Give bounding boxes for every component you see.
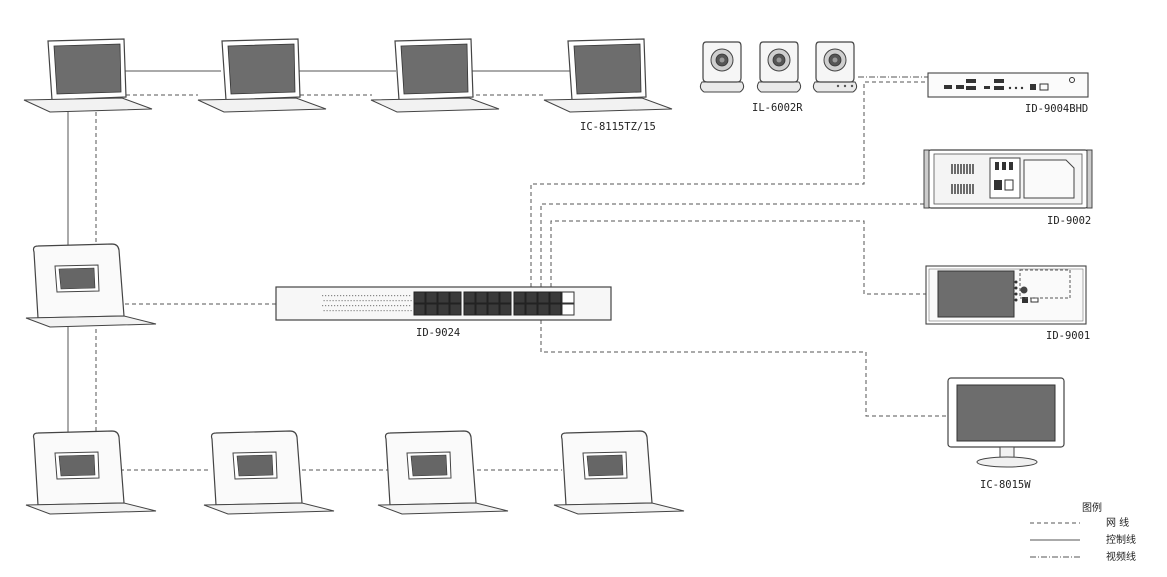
control-lines bbox=[67, 70, 570, 437]
legend-item-network: 网 线 bbox=[1106, 516, 1129, 529]
monitor-label: IC-8015W bbox=[980, 479, 1031, 491]
switch-port bbox=[549, 291, 562, 304]
switch-port bbox=[513, 303, 526, 316]
switch-port bbox=[525, 291, 538, 304]
switch-port bbox=[499, 303, 512, 316]
switch-port bbox=[413, 303, 426, 316]
switch-port bbox=[525, 303, 538, 316]
lift-display bbox=[23, 38, 673, 113]
switch-label: ID-9024 bbox=[416, 327, 460, 339]
switch-port bbox=[449, 303, 462, 316]
switch-port bbox=[425, 303, 438, 316]
switch-port bbox=[449, 291, 462, 304]
switch-port bbox=[425, 291, 438, 304]
desktop-monitor bbox=[947, 377, 1065, 468]
network-switch bbox=[275, 286, 612, 321]
camera-dots bbox=[836, 84, 854, 88]
switch-port bbox=[537, 291, 550, 304]
conference-display-label: IC-8115TZ/15 bbox=[580, 121, 656, 133]
lift-tablet-terminal bbox=[25, 243, 685, 515]
switch-port bbox=[437, 291, 450, 304]
camera-label: IL-6002R bbox=[752, 102, 803, 114]
switch-port bbox=[463, 303, 476, 316]
switch-port bbox=[413, 291, 426, 304]
switch-port bbox=[437, 303, 450, 316]
switch-port bbox=[475, 303, 488, 316]
legend: 图例 网 线 控制线 视频线 bbox=[1030, 501, 1136, 563]
sfp-port bbox=[561, 291, 575, 304]
legend-item-video: 视频线 bbox=[1106, 550, 1136, 563]
server-9002-label: ID-9002 bbox=[1047, 215, 1091, 227]
switch-port bbox=[463, 291, 476, 304]
switch-port bbox=[513, 291, 526, 304]
switch-port bbox=[487, 303, 500, 316]
rack-server-9001 bbox=[925, 265, 1087, 325]
network-lines bbox=[95, 81, 948, 471]
ptz-camera bbox=[699, 41, 858, 93]
legend-title: 图例 bbox=[1082, 501, 1102, 514]
switch-port bbox=[487, 291, 500, 304]
video-processor bbox=[927, 72, 1089, 98]
switch-port bbox=[537, 303, 550, 316]
switch-port bbox=[549, 303, 562, 316]
switch-port bbox=[475, 291, 488, 304]
switch-port bbox=[499, 291, 512, 304]
sfp-port bbox=[561, 303, 575, 316]
legend-item-control: 控制线 bbox=[1106, 533, 1136, 546]
rack-server-9002 bbox=[923, 149, 1093, 209]
server-9001-label: ID-9001 bbox=[1046, 330, 1090, 342]
video-processor-label: ID-9004BHD bbox=[1025, 103, 1088, 115]
